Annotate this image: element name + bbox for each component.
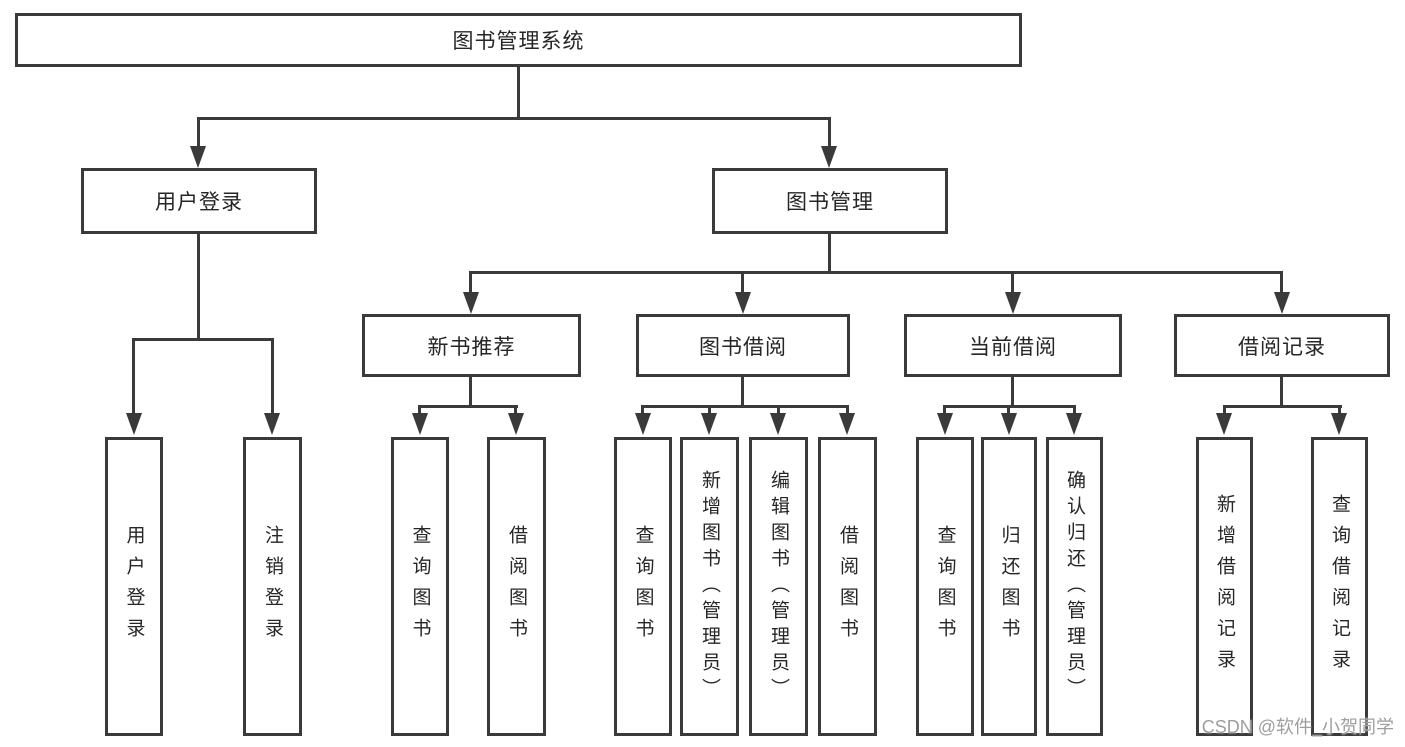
- connector-to-leaf: [846, 405, 849, 415]
- connector-book-management-branch: [469, 271, 1283, 274]
- leaf-label: 查询图书: [409, 524, 431, 649]
- connector-to-leaf: [641, 405, 644, 415]
- node-book-borrowing: 图书借阅: [636, 314, 850, 377]
- arrowhead-down-icon: [1066, 413, 1082, 435]
- arrowhead-down-icon: [1001, 413, 1017, 435]
- leaf-query-books-borrow: 查询图书: [614, 437, 672, 736]
- connector-to-book-management: [828, 117, 831, 146]
- arrowhead-down-icon: [937, 413, 953, 435]
- leaf-add-borrow-record: 新增借阅记录: [1196, 437, 1253, 736]
- leaf-edit-book-admin: 编辑图书（管理员）: [749, 437, 808, 736]
- leaf-label: 借阅图书: [837, 524, 858, 649]
- connector-user-login-branch: [132, 338, 274, 341]
- connector-group-branch: [1223, 405, 1342, 408]
- leaf-logout: 注销登录: [243, 437, 302, 736]
- connector-to-leaf: [132, 338, 135, 413]
- leaf-label: 编辑图书（管理员）: [768, 469, 789, 704]
- leaf-query-borrow-record: 查询借阅记录: [1311, 437, 1368, 736]
- arrowhead-down-icon: [126, 413, 142, 435]
- arrowhead-down-icon: [508, 413, 524, 435]
- node-current-borrowing: 当前借阅: [904, 314, 1122, 377]
- node-label: 用户登录: [155, 191, 243, 214]
- connector-to-leaf: [418, 405, 421, 415]
- arrowhead-down-icon: [190, 146, 206, 168]
- connector-to-leaf: [1007, 405, 1010, 415]
- node-label: 当前借阅: [969, 335, 1057, 359]
- connector-book-management-stem: [828, 234, 831, 274]
- node-label: 图书管理系统: [452, 30, 585, 53]
- node-label: 新书推荐: [427, 335, 516, 359]
- connector-to-leaf: [1073, 405, 1076, 415]
- connector-to-leaf: [943, 405, 946, 415]
- connector-root-stem: [517, 67, 520, 120]
- node-label: 借阅记录: [1238, 335, 1326, 359]
- node-borrowing-records: 借阅记录: [1174, 314, 1390, 377]
- leaf-label: 用户登录: [123, 524, 145, 649]
- connector-root-branch: [197, 117, 831, 120]
- arrowhead-down-icon: [1005, 292, 1021, 314]
- connector-to-group: [741, 271, 744, 292]
- leaf-query-books-recommend: 查询图书: [391, 437, 449, 736]
- connector-user-login-stem: [197, 234, 200, 341]
- node-library-management-system: 图书管理系统: [15, 13, 1022, 67]
- arrowhead-down-icon: [821, 146, 837, 168]
- connector-group-stem: [1280, 377, 1283, 408]
- connector-group-stem: [1011, 377, 1014, 408]
- node-book-management: 图书管理: [712, 168, 948, 234]
- arrowhead-down-icon: [735, 292, 751, 314]
- leaf-label: 归还图书: [998, 524, 1020, 649]
- leaf-add-book-admin: 新增图书（管理员）: [680, 437, 739, 736]
- arrowhead-down-icon: [1331, 413, 1347, 435]
- leaf-return-books: 归还图书: [981, 437, 1037, 736]
- arrowhead-down-icon: [701, 413, 717, 435]
- node-label: 图书管理: [786, 191, 874, 214]
- node-label: 图书借阅: [699, 335, 787, 359]
- leaf-label: 查询借阅记录: [1329, 493, 1350, 680]
- leaf-label: 查询图书: [934, 524, 956, 649]
- leaf-confirm-return-admin: 确认归还（管理员）: [1046, 437, 1103, 736]
- leaf-label: 新增图书（管理员）: [699, 469, 720, 704]
- arrowhead-down-icon: [1216, 413, 1232, 435]
- leaf-borrow-books-recommend: 借阅图书: [487, 437, 546, 736]
- connector-to-group: [469, 271, 472, 292]
- connector-to-group: [1011, 271, 1014, 292]
- leaf-label: 注销登录: [262, 524, 283, 649]
- leaf-query-books-current: 查询图书: [916, 437, 974, 736]
- watermark: CSDN @软件_小贺同学: [1201, 717, 1394, 737]
- leaf-borrow-books-borrow: 借阅图书: [818, 437, 877, 736]
- connector-to-leaf: [777, 405, 780, 415]
- arrowhead-down-icon: [412, 413, 428, 435]
- connector-group-stem: [469, 377, 472, 408]
- arrowhead-down-icon: [839, 413, 855, 435]
- arrowhead-down-icon: [635, 413, 651, 435]
- connector-to-group: [1280, 271, 1283, 292]
- connector-group-branch: [641, 405, 849, 408]
- leaf-label: 新增借阅记录: [1214, 493, 1235, 680]
- node-new-book-recommendation: 新书推荐: [362, 314, 581, 377]
- arrowhead-down-icon: [463, 292, 479, 314]
- connector-to-leaf: [1338, 405, 1341, 415]
- leaf-label: 借阅图书: [506, 524, 527, 649]
- arrowhead-down-icon: [1274, 292, 1290, 314]
- leaf-label: 确认归还（管理员）: [1064, 469, 1085, 704]
- node-user-login: 用户登录: [81, 168, 317, 234]
- connector-to-user-login: [197, 117, 200, 146]
- leaf-user-login: 用户登录: [105, 437, 163, 736]
- arrowhead-down-icon: [264, 413, 280, 435]
- connector-to-leaf: [271, 338, 274, 413]
- connector-group-branch: [418, 405, 518, 408]
- connector-to-leaf: [514, 405, 517, 415]
- connector-to-leaf: [708, 405, 711, 415]
- arrowhead-down-icon: [770, 413, 786, 435]
- leaf-label: 查询图书: [632, 524, 654, 649]
- connector-to-leaf: [1223, 405, 1226, 415]
- connector-group-stem: [741, 377, 744, 408]
